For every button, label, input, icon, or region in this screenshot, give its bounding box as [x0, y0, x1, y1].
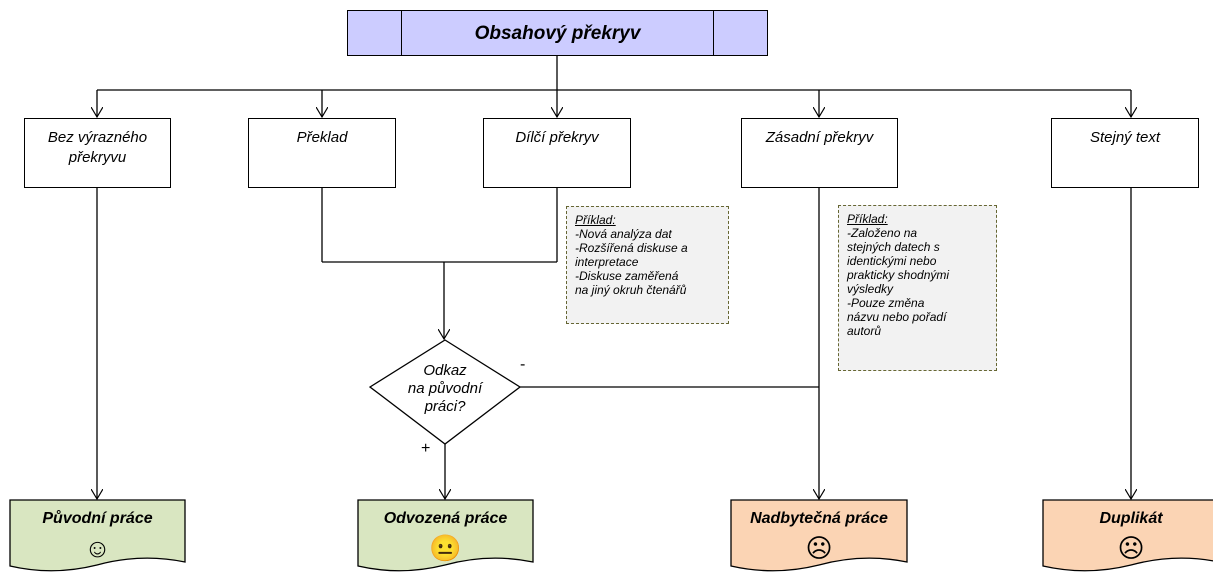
note-line: prakticky shodnými [847, 268, 950, 282]
frowning-face-icon: ☹ [805, 533, 833, 563]
note-line: -Založeno na [847, 226, 918, 240]
outcome-shape-original [9, 499, 186, 572]
note-line: interpretace [575, 255, 639, 269]
category-label: Překlad [296, 129, 348, 146]
category-label: Stejný text [1089, 129, 1161, 146]
note-line: -Pouze změna [847, 296, 925, 310]
note-line: výsledky [847, 282, 894, 296]
neutral-face-icon: 😐 [429, 533, 462, 563]
note-heading: Příklad: [847, 212, 888, 226]
category-label: Zásadní překryv [765, 129, 874, 146]
title-box: Obsahový překryv [347, 10, 768, 56]
category-label: Bez výrazného překryvu [47, 129, 148, 166]
note-partial-example: Příklad: -Nová analýza dat -Rozšířená di… [566, 206, 729, 324]
note-line: autorů [847, 324, 882, 338]
note-line: -Nová analýza dat [575, 227, 672, 241]
outcome-original-label: Původní práce [42, 510, 153, 527]
note-line: -Diskuse zaměřená [575, 269, 679, 283]
decision-question: Odkaz na původní práci? [407, 362, 483, 415]
smiling-face-icon: ☺ [84, 533, 111, 563]
outcome-duplicate-label: Duplikát [1099, 510, 1163, 527]
note-line: na jiný okruh čtenářů [575, 283, 687, 297]
outcome-derived-label: Odvozená práce [383, 510, 508, 527]
category-major-overlap: Zásadní překryv [741, 118, 898, 188]
note-heading: Příklad: [575, 213, 616, 227]
decision-yes-label: + [421, 440, 431, 457]
category-same-text: Stejný text [1051, 118, 1199, 188]
frowning-face-icon: ☹ [1117, 533, 1145, 563]
note-line: názvu nebo pořadí [847, 310, 947, 324]
category-label: Dílčí překryv [515, 129, 599, 146]
outcome-shape-derived [357, 499, 534, 572]
category-translation: Překlad [248, 118, 396, 188]
outcome-redundant-label: Nadbytečná práce [750, 510, 888, 527]
category-no-overlap: Bez výrazného překryvu [24, 118, 171, 188]
note-major-example: Příklad: -Založeno na stejných datech s … [838, 205, 997, 371]
category-partial-overlap: Dílčí překryv [483, 118, 631, 188]
decision-no-label: - [520, 356, 526, 373]
note-line: -Rozšířená diskuse a [575, 241, 688, 255]
diagram-title: Obsahový překryv [474, 23, 641, 44]
note-line: identickými nebo [847, 254, 937, 268]
outcome-shape-duplicate [1042, 499, 1213, 572]
note-line: stejných datech s [847, 240, 940, 254]
outcome-shape-redundant [730, 499, 908, 572]
